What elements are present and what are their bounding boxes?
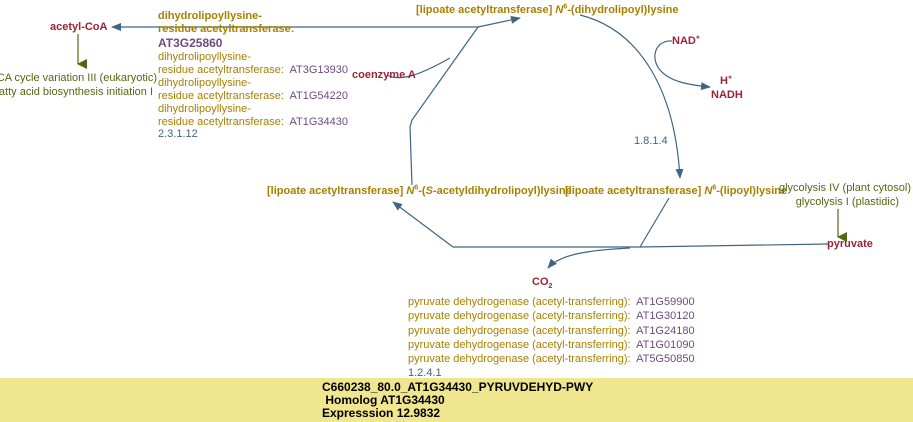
ec-number-1-2-4-1[interactable]: 1.2.4.1 <box>408 367 442 379</box>
enzyme-name[interactable]: pyruvate dehydrogenase (acetyl-transferr… <box>408 353 631 365</box>
lipoyl-to-pyruvate-line <box>639 197 670 248</box>
arrow-to-acetyldihydrolipoyl <box>392 201 454 248</box>
compound-co2[interactable]: CO2 <box>532 276 553 291</box>
gene[interactable]: AT1G01090 <box>636 339 695 351</box>
ec-number-2-3-1-12[interactable]: 2.3.1.12 <box>158 128 198 140</box>
gene[interactable]: AT5G50850 <box>636 353 695 365</box>
h-label: H <box>720 75 728 87</box>
enzyme-line1[interactable]: dihydrolipoyllysine- <box>158 77 251 89</box>
co2-label: CO <box>532 276 549 288</box>
compound-lipoyl-lysine[interactable]: [lipoate acetyltransferase] N6-(lipoyl)l… <box>565 184 788 198</box>
gene-main[interactable]: AT3G25860 <box>158 36 223 50</box>
nad-label: NAD <box>672 35 696 47</box>
pdh-enzyme-row: pyruvate dehydrogenase (acetyl-transferr… <box>408 310 695 323</box>
arrow-to-dihydrolipoyl <box>477 15 521 28</box>
pathway-fatty-acid[interactable]: fatty acid biosynthesis initiation I <box>0 86 153 98</box>
compound-prefix: [lipoate acetyltransferase] <box>416 4 556 16</box>
info-expression: Expresssion 12.9832 <box>322 406 441 420</box>
h-charge: + <box>727 74 733 82</box>
coenzyme-a-arrow <box>386 57 451 79</box>
compound-n: N <box>704 185 713 197</box>
pdh-enzyme-row: pyruvate dehydrogenase (acetyl-transferr… <box>408 353 695 366</box>
compound-prefix: [lipoate acetyltransferase] <box>267 185 407 197</box>
compound-mid: -( <box>418 185 426 197</box>
co2-subscript: 2 <box>548 283 553 291</box>
compound-sup: 6 <box>563 3 568 11</box>
compound-s: S <box>425 185 433 197</box>
compound-suffix: -acetyldihydrolipoyl)lysine <box>432 185 572 197</box>
enzyme-row: residue acetyltransferase: AT1G34430 <box>158 116 348 129</box>
gene[interactable]: AT1G59900 <box>636 296 695 308</box>
enzyme-row: residue acetyltransferase: AT1G54220 <box>158 90 348 103</box>
gene[interactable]: AT1G34430 <box>289 116 348 128</box>
compound-h[interactable]: H+ <box>720 74 733 88</box>
compound-prefix: [lipoate acetyltransferase] <box>565 185 705 197</box>
enzyme-line1[interactable]: dihydrolipoyllysine- <box>158 103 251 115</box>
compound-n: N <box>406 185 415 197</box>
pathway-glycolysis-i[interactable]: glycolysis I (plastidic) <box>795 196 899 208</box>
pathway-tca-cycle[interactable]: TCA cycle variation III (eukaryotic) <box>0 72 157 84</box>
compound-n: N <box>555 4 564 16</box>
compound-sup: 6 <box>712 184 717 192</box>
info-id: C660238_80.0_AT1G34430_PYRUVDEHYD-PWY <box>322 380 594 394</box>
enzyme-name[interactable]: pyruvate dehydrogenase (acetyl-transferr… <box>408 296 631 308</box>
compound-suffix: -(lipoyl)lysine <box>716 185 788 197</box>
enzyme-name[interactable]: pyruvate dehydrogenase (acetyl-transferr… <box>408 325 631 337</box>
compound-suffix: -(dihydrolipoyl)lysine <box>567 4 679 16</box>
compound-nadh[interactable]: NADH <box>711 89 743 101</box>
nad-arrow <box>654 40 711 91</box>
info-homolog: Homolog AT1G34430 <box>322 393 445 407</box>
compound-pyruvate[interactable]: pyruvate <box>827 238 873 250</box>
gene[interactable]: AT3G13930 <box>289 64 348 76</box>
enzyme-line2[interactable]: residue acetyltransferase: <box>158 64 284 76</box>
gene[interactable]: AT1G30120 <box>636 310 695 322</box>
compound-acetyldihydrolipoyl-lysine[interactable]: [lipoate acetyltransferase] N6-(S-acetyl… <box>267 184 572 198</box>
cycle-left-edge <box>409 26 479 186</box>
ec-number-1-8-1-4[interactable]: 1.8.1.4 <box>634 135 668 147</box>
enzyme-transacetylase-main-line1[interactable]: dihydrolipoyllysine- <box>158 10 262 22</box>
compound-coenzyme-a[interactable]: coenzyme A <box>352 69 416 81</box>
pdh-enzyme-row: pyruvate dehydrogenase (acetyl-transferr… <box>408 325 695 338</box>
enzyme-name[interactable]: pyruvate dehydrogenase (acetyl-transferr… <box>408 310 631 322</box>
arrow-to-lipoyl <box>579 14 684 179</box>
pdh-enzyme-row: pyruvate dehydrogenase (acetyl-transferr… <box>408 339 695 352</box>
enzyme-row: residue acetyltransferase: AT3G13930 <box>158 64 348 77</box>
enzyme-line2[interactable]: residue acetyltransferase: <box>158 116 284 128</box>
compound-acetyl-coa[interactable]: acetyl-CoA <box>50 21 108 33</box>
enzyme-line1[interactable]: dihydrolipoyllysine- <box>158 51 251 63</box>
pdh-enzyme-row: pyruvate dehydrogenase (acetyl-transferr… <box>408 296 695 309</box>
enzyme-transacetylase-main-line2[interactable]: residue acetyltransferase: <box>158 23 295 35</box>
info-tooltip: C660238_80.0_AT1G34430_PYRUVDEHYD-PWY Ho… <box>0 378 913 422</box>
pathway-glycolysis-iv[interactable]: glycolysis IV (plant cytosol) <box>778 182 911 194</box>
compound-dihydrolipoyl-lysine[interactable]: [lipoate acetyltransferase] N6-(dihydrol… <box>416 3 679 17</box>
co2-arrow <box>547 247 631 269</box>
enzyme-line2[interactable]: residue acetyltransferase: <box>158 90 284 102</box>
compound-sup: 6 <box>414 184 419 192</box>
nad-charge: + <box>695 34 700 42</box>
enzyme-name[interactable]: pyruvate dehydrogenase (acetyl-transferr… <box>408 339 631 351</box>
compound-nad[interactable]: NAD+ <box>672 34 700 48</box>
gene[interactable]: AT1G54220 <box>289 90 348 102</box>
gene[interactable]: AT1G24180 <box>636 325 695 337</box>
